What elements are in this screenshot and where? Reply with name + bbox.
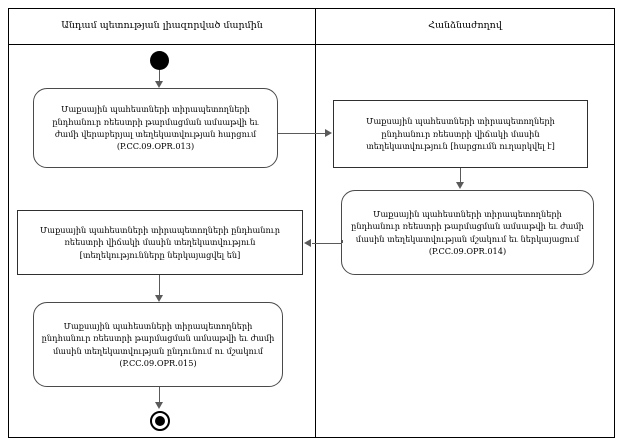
lane-title-member-state: Անդամ պետության լիազորված մարմին [61,20,263,31]
diagram-frame [8,8,615,438]
edge-receive-to-final [159,387,160,404]
arrowhead-receive-to-final [155,402,163,409]
arrowhead-state-recv-to-receive [155,295,163,302]
arrowhead-initial-to-request [155,81,163,88]
edge-state-info-to-update [460,168,461,182]
arrowhead-request-to-state-info [325,129,332,137]
edge-request-to-state-info [278,133,326,134]
activity-node-request-label: Մաքսային պահեստների տիրապետողների ընդհան… [52,104,259,152]
final-node [150,411,170,431]
object-node-state-info[interactable]: Մաքսային պահեստների տիրապետողների ընդհան… [333,100,588,168]
lane-header-divider [8,44,615,45]
edge-update-to-state-recv-h [312,243,342,244]
edge-initial-to-request [159,70,160,82]
arrowhead-state-info-to-update [456,182,464,189]
activity-node-receive[interactable]: Մաքսային պահեստների տիրապետողների ընդհան… [33,302,283,387]
edge-update-to-state-recv-v [342,240,343,243]
arrowhead-update-to-state-recv [304,239,311,247]
edge-state-recv-to-receive [159,275,160,295]
object-node-state-info-label: Մաքսային պահեստների տիրապետողների ընդհան… [366,116,555,152]
activity-node-update[interactable]: Մաքսային պահեստների տիրապետողների ընդհան… [341,190,594,275]
object-node-state-received[interactable]: Մաքսային պահեստների տիրապետողների ընդհան… [17,210,303,275]
activity-node-update-label: Մաքսային պահեստների տիրապետողների ընդհան… [351,208,584,256]
lane-title-commission: Հանձնաժողով [428,20,502,31]
activity-node-receive-label: Մաքսային պահեստների տիրապետողների ընդհան… [41,320,275,368]
lane-vertical-divider [315,8,316,438]
initial-node [150,51,169,70]
activity-node-request[interactable]: Մաքսային պահեստների տիրապետողների ընդհան… [33,88,278,168]
object-node-state-received-label: Մաքսային պահեստների տիրապետողների ընդհան… [39,224,281,260]
